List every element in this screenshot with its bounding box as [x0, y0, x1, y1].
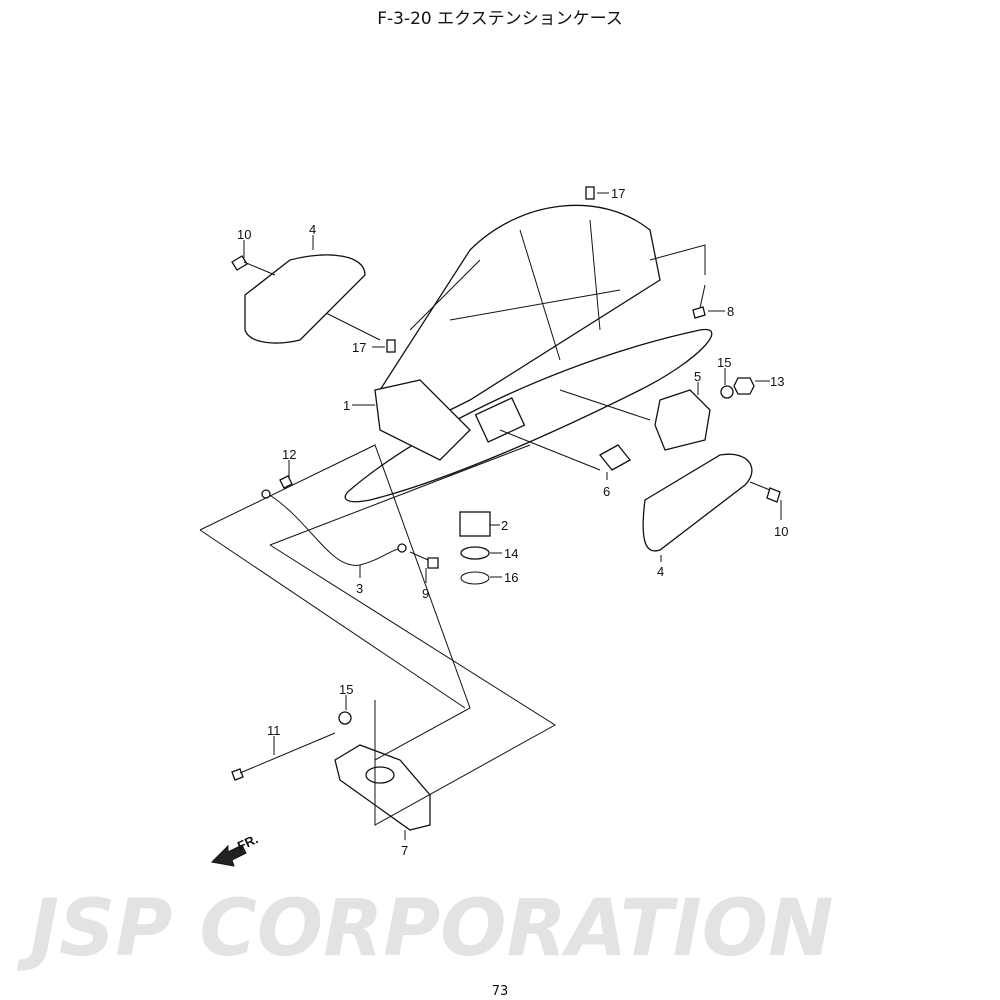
front-direction-label: FR.: [235, 831, 260, 853]
callout-15: 15: [717, 355, 731, 370]
callout-15: 15: [339, 682, 353, 697]
callout-10: 10: [237, 227, 251, 242]
callout-3: 3: [356, 581, 363, 596]
watermark: JSP CORPORATION: [17, 884, 833, 974]
callout-6: 6: [603, 484, 610, 499]
plate-part-left: [244, 254, 366, 344]
callout-9: 9: [422, 586, 429, 601]
callout-4: 4: [309, 222, 316, 237]
callout-12: 12: [282, 447, 296, 462]
callout-7: 7: [401, 843, 408, 858]
collar-part: [599, 444, 631, 471]
callout-17: 17: [611, 186, 625, 201]
cable-part: [267, 493, 403, 566]
callout-2: 2: [501, 518, 508, 533]
circlip-part: [460, 571, 490, 585]
diagram-title: F-3-20 エクステンションケース: [377, 9, 623, 29]
plate-part-right: [642, 453, 753, 552]
callout-8: 8: [727, 304, 734, 319]
callout-5: 5: [694, 369, 701, 384]
callout-4: 4: [657, 564, 664, 579]
bearing-part: [459, 511, 491, 537]
callout-17: 17: [352, 340, 366, 355]
mount-part: [654, 389, 711, 451]
callout-16: 16: [504, 570, 518, 585]
callout-11: 11: [267, 723, 281, 738]
front-direction-arrow-icon: [210, 844, 247, 867]
callout-10: 10: [774, 524, 788, 539]
callout-13: 13: [770, 374, 784, 389]
callout-14: 14: [504, 546, 518, 561]
page-number: 73: [491, 984, 509, 999]
callout-1: 1: [343, 398, 350, 413]
washer-part: [460, 546, 490, 560]
extension-case-part: [344, 204, 713, 503]
bolt-parts: [231, 186, 781, 781]
bracket-part: [334, 744, 431, 831]
